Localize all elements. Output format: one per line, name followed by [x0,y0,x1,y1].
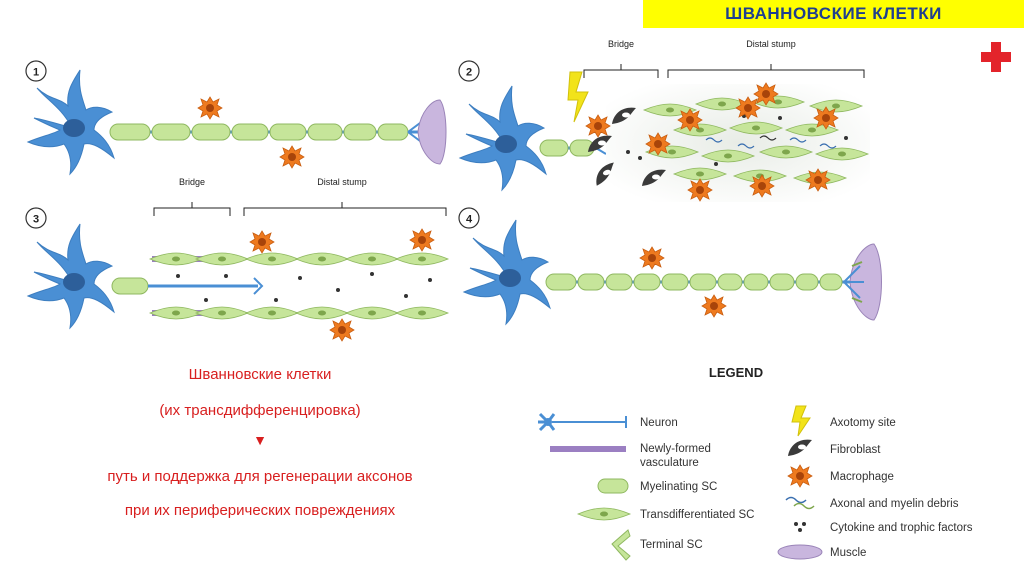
legend-title: LEGEND [709,365,763,380]
macrophage-1b [279,145,305,169]
caption-line-3: путь и поддержка для регенерации аксонов [107,468,413,485]
legend-macrophage: Macrophage [787,464,894,488]
legend-transdiff-label: Transdifferentiated SC [640,509,754,521]
legend-cytokine-label: Cytokine and trophic factors [830,522,973,534]
panel-4: 4 [458,207,882,325]
legend-neuron-label: Neuron [640,417,678,429]
panel-3-number: 3 [33,214,39,226]
legend: LEGEND Neuron Newly-formed vasculature M… [538,365,973,561]
neuron-1 [27,69,115,175]
axotomy-site-icon [567,71,589,123]
panel-3-distal-bracket [243,202,447,216]
panel-4-number: 4 [466,214,473,226]
legend-vasculature: Newly-formed vasculature [550,443,711,469]
panel-2-bridge-label: Bridge [608,39,634,49]
caption-line-2: (их трансдифференцировка) [159,402,361,419]
macrophage-3c [329,318,355,342]
panel-3-distal-label: Distal stump [317,177,367,187]
panel-3-cytokines [176,272,432,302]
panel-2-distal-label: Distal stump [746,39,796,49]
panel-2: 2 Bridge Distal stump [458,39,870,202]
panel-2-badge [458,60,480,82]
legend-neuron: Neuron [538,412,678,432]
legend-vasculature-label-1: Newly-formed [640,443,711,455]
legend-muscle-label: Muscle [830,547,866,559]
caption-line-4: при их периферических повреждениях [124,502,396,519]
myelin-chain-1 [109,123,409,141]
macrophage-4a [639,246,665,270]
panel-1-badge [25,60,47,82]
caption-line-1: Шванновские клетки [188,366,332,383]
neuron-3 [27,223,115,329]
panel-3-schwann-top [149,252,449,266]
legend-myelinating-label: Myelinating SC [640,481,717,493]
neuron-4 [463,219,551,325]
legend-myelinating-sc: Myelinating SC [597,478,717,494]
macrophage-4b [701,294,727,318]
panel-3-bridge-label: Bridge [179,177,205,187]
legend-cytokine: Cytokine and trophic factors [794,522,973,534]
panel-2-distal-bracket [667,64,865,78]
header-bar: ШВАННОВСКИЕ КЛЕТКИ [643,0,1024,28]
caption-arrow: ▼ [253,432,267,448]
legend-fibroblast-label: Fibroblast [830,444,881,456]
panel-2-number: 2 [466,67,472,79]
red-cross-icon [981,42,1011,72]
macrophage-3b [409,228,435,252]
legend-terminal-sc: Terminal SC [611,529,703,561]
panel-2-bridge-bracket [583,64,659,78]
panel-4-badge [458,207,480,229]
legend-debris-label: Axonal and myelin debris [830,498,959,510]
macrophage-3a [249,230,275,254]
muscle-1 [417,99,447,165]
panel-1: 1 [25,60,447,175]
legend-terminal-label: Terminal SC [640,539,703,551]
legend-debris: Axonal and myelin debris [785,496,959,510]
panel-2-debris [705,135,837,149]
panel-2-cytokines [626,114,848,166]
legend-axotomy-label: Axotomy site [830,417,896,429]
legend-axotomy: Axotomy site [791,405,896,437]
myelin-chain-4 [545,273,843,291]
panel-1-number: 1 [33,67,39,79]
legend-muscle: Muscle [777,544,866,560]
neuron-2 [459,85,547,191]
legend-fibroblast: Fibroblast [788,439,881,456]
legend-transdifferentiated-sc: Transdifferentiated SC [577,507,754,521]
legend-macrophage-label: Macrophage [830,471,894,483]
macrophage-1a [197,96,223,120]
legend-vasculature-label-2: vasculature [640,457,699,469]
panel-3: 3 Bridge Distal stump [25,177,449,342]
panel-3-bridge-bracket [153,202,231,216]
panel-3-badge [25,207,47,229]
panel-3-schwann-bottom [149,306,449,320]
page-title: ШВАННОВСКИЕ КЛЕТКИ [725,4,942,23]
